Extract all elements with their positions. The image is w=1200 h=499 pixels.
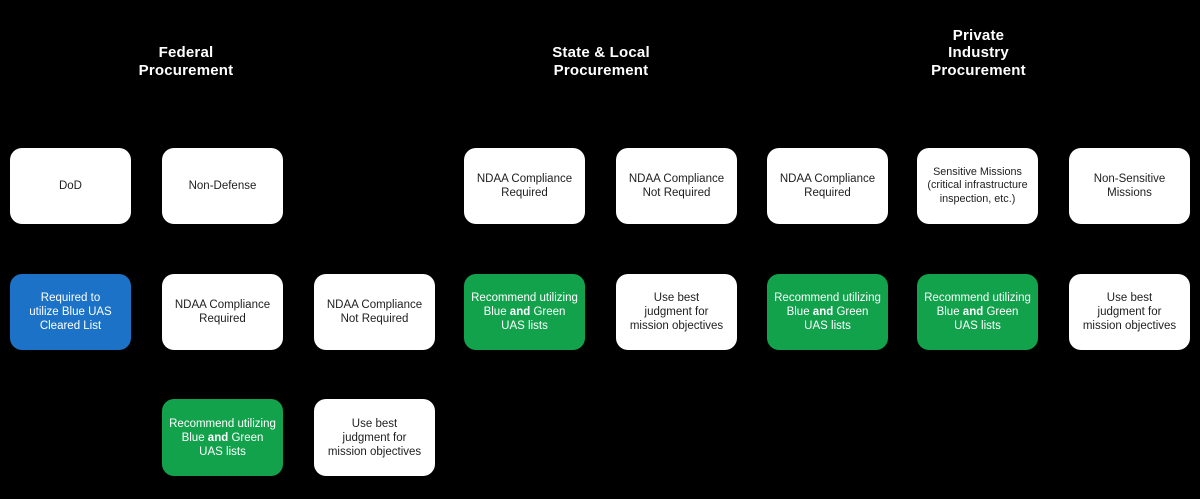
node-text-line: Blue and Green (772, 305, 883, 319)
header-line: Procurement (138, 61, 234, 79)
node-statelocal-recommend-blue-green-lists: Recommend utilizing Blue and Green UAS l… (464, 274, 585, 350)
node-text-line: Use best (653, 292, 700, 304)
node-text-line: mission objectives (327, 445, 422, 458)
node-text: Green (833, 306, 869, 318)
node-text-line: NDAA Compliance (174, 299, 271, 311)
node-statelocal-best-judgment: Use best judgment for mission objectives (616, 274, 737, 350)
node-federal-best-judgment: Use best judgment for mission objectives (314, 399, 435, 476)
node-text-line: Non-Defense (188, 180, 257, 192)
node-private-best-judgment: Use best judgment for mission objectives (1069, 274, 1190, 350)
node-text: Blue (181, 431, 208, 444)
node-text-line: Recommend utilizing (924, 292, 1031, 304)
node-text-line: NDAA Compliance (779, 173, 876, 185)
node-text: Green (530, 306, 566, 318)
node-text-line: judgment for (1097, 306, 1162, 318)
node-text-line: Required to (40, 292, 101, 304)
node-text-line: Required (199, 313, 246, 325)
node-text-line: Not Required (642, 187, 711, 199)
node-text-line: inspection, etc.) (939, 192, 1016, 205)
node-text-line: judgment for (342, 431, 407, 444)
node-federal-ndaa-required: NDAA Compliance Required (162, 274, 283, 350)
node-text-bold: and (962, 306, 984, 318)
node-text-line: UAS lists (804, 320, 851, 332)
node-text-line: Use best (1106, 292, 1153, 304)
node-text-line: Recommend utilizing (169, 417, 276, 430)
node-text-line: Blue and Green (922, 305, 1033, 319)
node-text: Green (983, 306, 1019, 318)
node-text-line: NDAA Compliance (326, 299, 423, 311)
node-statelocal-ndaa-required: NDAA Compliance Required (464, 148, 585, 224)
node-text: Blue (786, 306, 813, 318)
node-text-line: UAS lists (199, 445, 246, 458)
node-text-line: Required (501, 187, 548, 199)
node-text-line: Cleared List (39, 320, 102, 332)
header-line: Procurement (931, 61, 1026, 79)
node-text: Blue (936, 306, 963, 318)
node-text-line: UAS lists (501, 320, 548, 332)
header-line: State & Local (552, 44, 650, 61)
node-federal-ndaa-not-required: NDAA Compliance Not Required (314, 274, 435, 350)
node-text-line: utilize Blue UAS (29, 306, 112, 318)
node-text-line: NDAA Compliance (628, 173, 725, 185)
node-text-line: mission objectives (1082, 320, 1177, 332)
node-text-line: Missions (1107, 187, 1152, 199)
header-line: Industry (948, 44, 1009, 61)
node-text: Blue (483, 306, 510, 318)
node-text: Green (228, 431, 264, 444)
header-line: Private (952, 26, 1005, 44)
node-required-blue-uas-cleared-list: Required to utilize Blue UAS Cleared Lis… (10, 274, 131, 350)
node-private-ndaa-recommend-blue-green-lists: Recommend utilizing Blue and Green UAS l… (767, 274, 888, 350)
node-text-line: Recommend utilizing (471, 292, 578, 304)
header-state-local-procurement: State & Local Procurement (464, 44, 738, 79)
node-text-line: Use best (351, 417, 398, 430)
node-non-defense: Non-Defense (162, 148, 283, 224)
node-text-line: UAS lists (954, 320, 1001, 332)
node-text-line: Required (804, 187, 851, 199)
node-dod: DoD (10, 148, 131, 224)
header-private-industry-procurement: Private Industry Procurement (767, 27, 1190, 80)
node-text-line: Not Required (340, 313, 409, 325)
node-text-bold: and (207, 431, 229, 444)
node-text-line: DoD (58, 180, 82, 192)
node-text-line: mission objectives (629, 320, 724, 332)
node-text-bold: and (812, 306, 834, 318)
node-text-line: Recommend utilizing (774, 292, 881, 304)
node-private-sensitive-recommend-blue-green-lists: Recommend utilizing Blue and Green UAS l… (917, 274, 1038, 350)
header-line: Federal (158, 44, 214, 61)
node-text-line: (critical infrastructure (927, 179, 1028, 192)
node-text-line: Blue and Green (167, 431, 278, 445)
header-line: Procurement (553, 61, 649, 79)
node-text-line: Blue and Green (469, 305, 580, 319)
node-text-bold: and (509, 306, 531, 318)
node-private-sensitive-missions: Sensitive Missions (critical infrastruct… (917, 148, 1038, 224)
node-text-line: Sensitive Missions (933, 165, 1022, 178)
node-private-ndaa-required: NDAA Compliance Required (767, 148, 888, 224)
node-text-line: judgment for (644, 306, 709, 318)
node-statelocal-ndaa-not-required: NDAA Compliance Not Required (616, 148, 737, 224)
node-text-line: NDAA Compliance (476, 173, 573, 185)
node-federal-recommend-blue-green-lists: Recommend utilizing Blue and Green UAS l… (162, 399, 283, 476)
header-federal-procurement: Federal Procurement (10, 44, 362, 79)
node-text-line: Non-Sensitive (1093, 173, 1166, 185)
node-private-non-sensitive-missions: Non-Sensitive Missions (1069, 148, 1190, 224)
